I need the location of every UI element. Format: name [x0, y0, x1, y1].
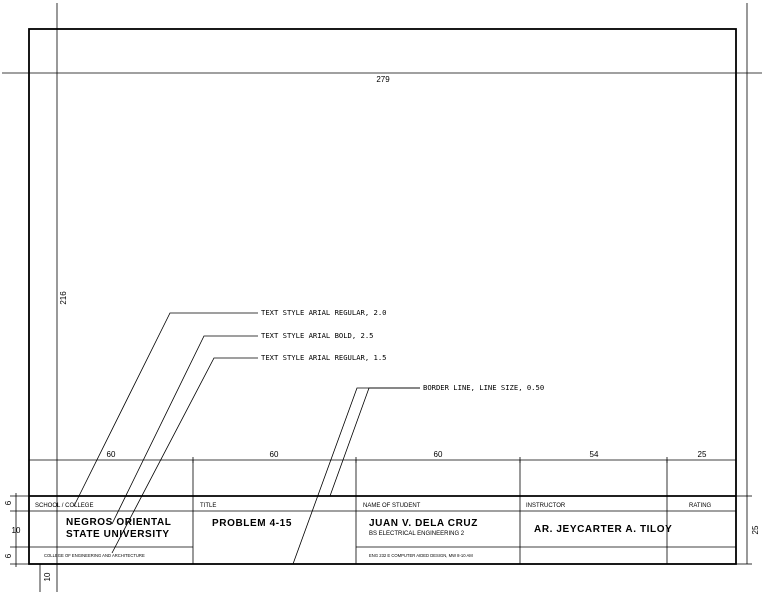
header-student: NAME OF STUDENT: [363, 503, 421, 509]
school-name-line1: NEGROS ORIENTAL: [66, 517, 171, 528]
column-dim-3: 60: [434, 450, 443, 459]
leader-border-line-1: [292, 387, 420, 565]
annotation-text-bold-25: TEXT STYLE ARIAL BOLD, 2.5: [261, 331, 374, 340]
height-dimension-value: 216: [59, 291, 68, 305]
header-rating: RATING: [689, 503, 712, 509]
row-dim-top: 6: [4, 500, 13, 505]
annotation-border-line: BORDER LINE, LINE SIZE, 0.50: [423, 383, 544, 392]
bottom-margin-value: 10: [43, 572, 52, 581]
column-dim-1: 60: [107, 450, 116, 459]
header-school: SCHOOL / COLLEGE: [35, 503, 93, 509]
annotation-text-regular-20: TEXT STYLE ARIAL REGULAR, 2.0: [261, 308, 387, 317]
column-dim-5: 25: [698, 450, 707, 459]
drawing-title: PROBLEM 4-15: [212, 518, 292, 529]
sheet-border: [28, 28, 737, 565]
width-dimension-value: 279: [376, 75, 390, 84]
course-info: ENG 232 E COMPUTER AIDED DESIGN, MW 8-10…: [369, 553, 473, 558]
student-name: JUAN V. DELA CRUZ: [369, 518, 478, 529]
column-dim-2: 60: [270, 450, 279, 459]
school-name-line2: STATE UNIVERSITY: [66, 529, 170, 540]
header-title: TITLE: [200, 503, 216, 509]
college-name: COLLEGE OF ENGINEERING AND ARCHITECTURE: [44, 553, 145, 558]
total-dim-value: 25: [751, 525, 760, 534]
row-dim-mid: 10: [12, 526, 21, 535]
row-dim-bottom: 6: [4, 553, 13, 558]
leader-text-regular-15: [111, 357, 258, 554]
leader-text-regular-20: [73, 312, 258, 507]
leader-border-line-2: [329, 387, 420, 497]
instructor-name: AR. JEYCARTER A. TILOY: [534, 524, 672, 535]
leader-text-bold-25: [111, 335, 258, 525]
annotation-text-regular-15: TEXT STYLE ARIAL REGULAR, 1.5: [261, 353, 387, 362]
student-program: BS ELECTRICAL ENGINEERING 2: [369, 531, 465, 537]
column-dim-4: 54: [590, 450, 599, 459]
header-instructor: INSTRUCTOR: [526, 503, 566, 509]
